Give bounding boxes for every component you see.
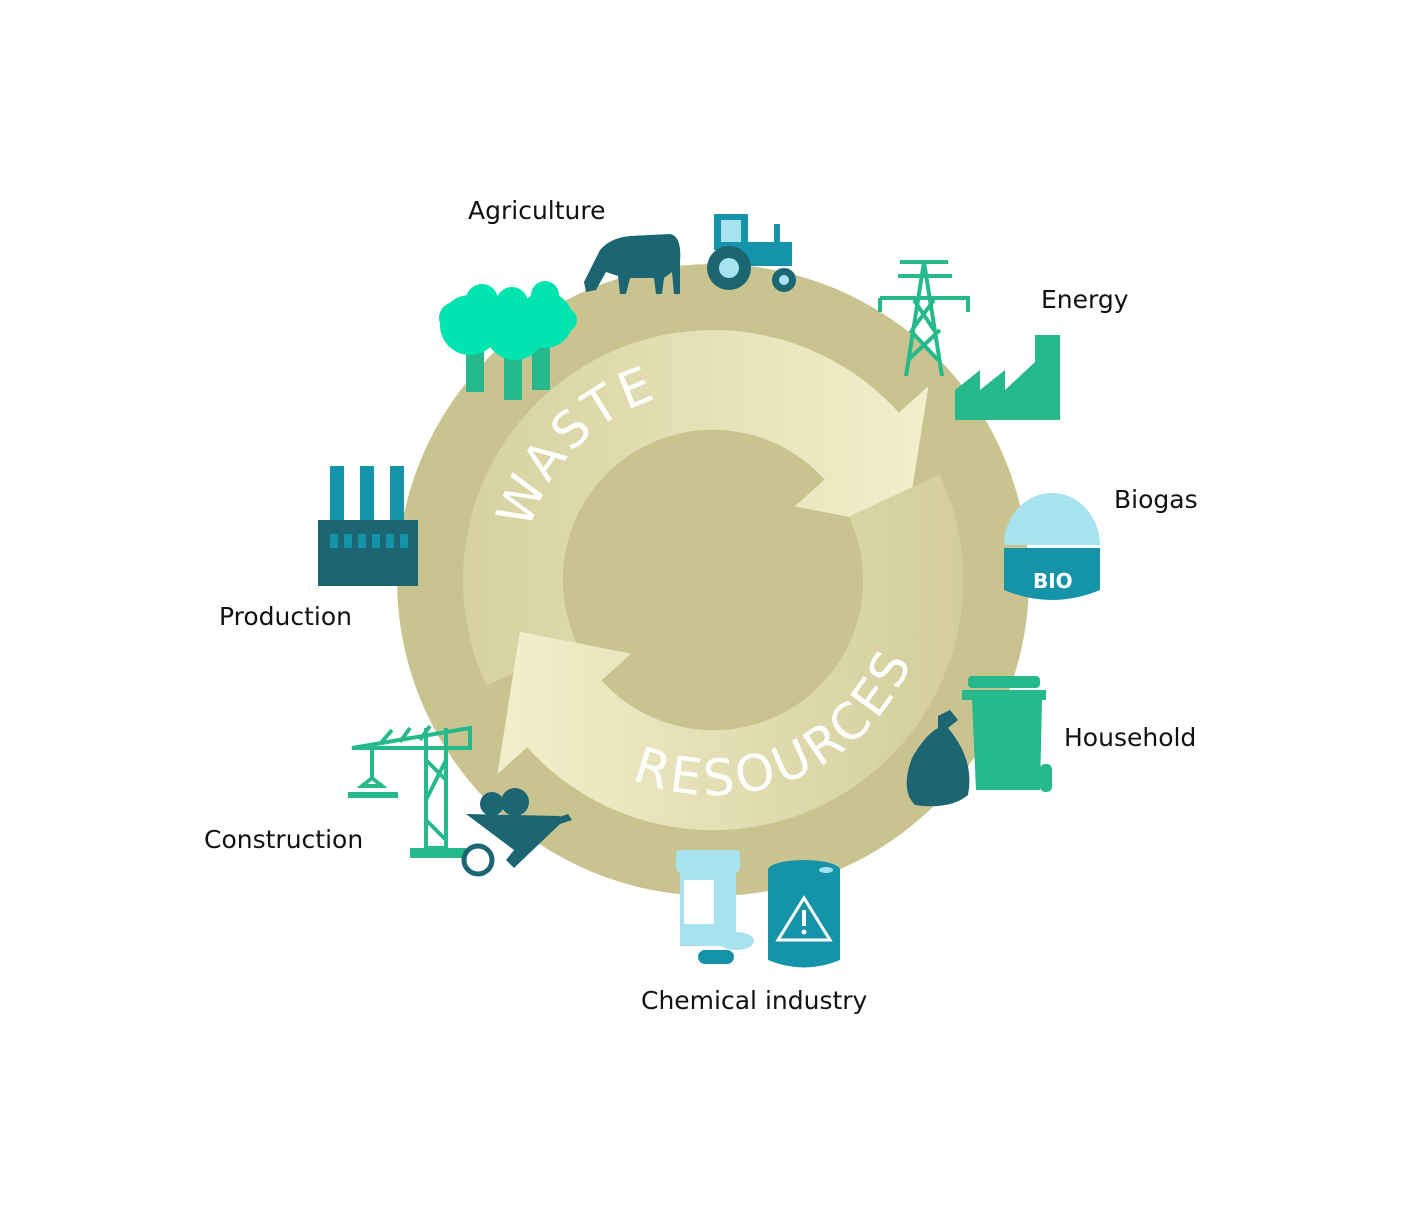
label-biogas: Biogas — [1114, 485, 1198, 514]
cow-icon — [584, 234, 681, 294]
trash-bag-icon — [906, 710, 970, 807]
hazard-drum-icon — [768, 860, 840, 968]
label-household: Household — [1064, 723, 1196, 752]
label-production: Production — [219, 602, 352, 631]
trees-icon — [439, 281, 577, 400]
bio-badge: BIO — [1033, 569, 1073, 593]
power-pylon-icon — [878, 260, 970, 377]
waste-arrow — [463, 330, 929, 686]
label-energy: Energy — [1041, 285, 1129, 314]
tractor-icon — [707, 214, 796, 292]
biogas-tank-icon: BIO — [1004, 493, 1100, 600]
label-construction: Construction — [204, 825, 363, 854]
label-agriculture: Agriculture — [468, 196, 606, 225]
factory-chimneys-icon — [318, 466, 418, 586]
resources-arrow — [497, 474, 964, 831]
label-chemical-industry: Chemical industry — [641, 986, 868, 1015]
wheelie-bin-icon — [962, 676, 1052, 792]
wheelbarrow-icon — [461, 788, 572, 877]
crane-icon — [348, 724, 472, 858]
factory-icon — [955, 335, 1060, 420]
pill-bottle-icon — [676, 850, 754, 964]
